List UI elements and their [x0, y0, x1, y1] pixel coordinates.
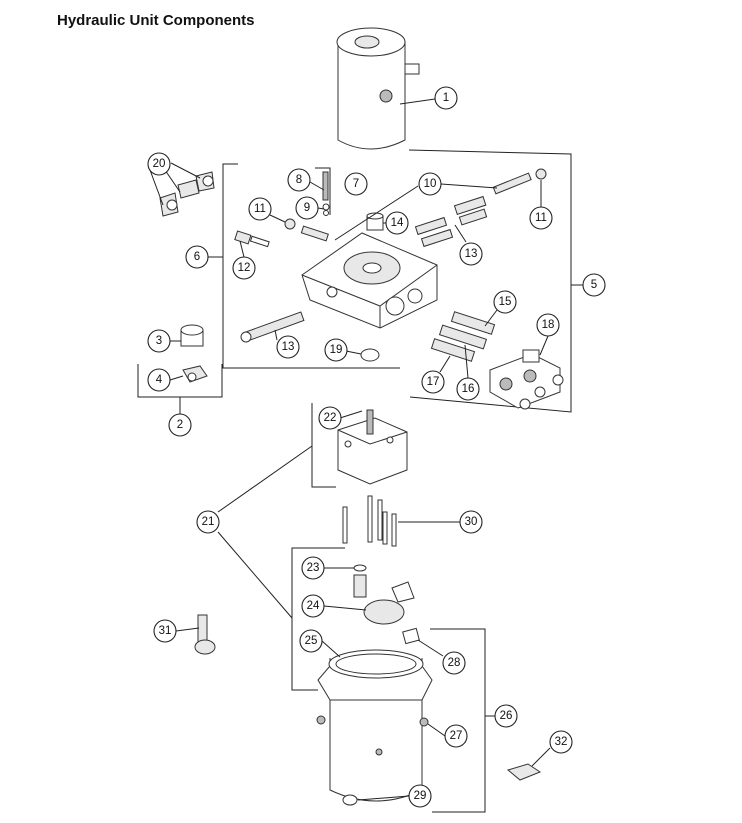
- valve-part-12: [234, 230, 270, 248]
- pickup-parts-23-24-28: [353, 564, 420, 645]
- cartridge-part-10: [492, 168, 547, 195]
- valve-stem-parts-7-8-9: [322, 171, 330, 216]
- callout-4: 4: [147, 368, 171, 392]
- callout-label: 20: [153, 158, 166, 170]
- callout-label: 6: [194, 251, 200, 263]
- callout-26: 26: [494, 704, 518, 728]
- callout-label: 29: [414, 790, 427, 802]
- callout-label: 10: [424, 178, 437, 190]
- cartridges-part-13-upper: [414, 195, 488, 248]
- callout-label: 30: [465, 516, 478, 528]
- callout-label: 11: [254, 203, 266, 215]
- gear-pump-part-22: [337, 409, 408, 485]
- callout-8: 8: [287, 168, 311, 192]
- callout-label: 13: [282, 341, 295, 353]
- callout-label: 24: [307, 600, 320, 612]
- callout-label: 3: [156, 335, 162, 347]
- callout-label: 8: [296, 174, 302, 186]
- diagram-title: Hydraulic Unit Components: [57, 12, 255, 29]
- callout-9: 9: [295, 196, 319, 220]
- reservoir-part-25: [316, 649, 433, 802]
- fittings-part-20: [159, 171, 215, 217]
- callout-label: 15: [499, 296, 512, 308]
- callout-label: 16: [462, 383, 475, 395]
- callout-label: 7: [353, 178, 359, 190]
- callout-label: 25: [305, 635, 318, 647]
- callout-23: 23: [301, 556, 325, 580]
- callout-label: 18: [542, 319, 555, 331]
- callout-24: 24: [301, 594, 325, 618]
- breather-parts-3-4: [180, 324, 208, 383]
- callout-6: 6: [185, 245, 209, 269]
- callout-label: 32: [555, 736, 568, 748]
- callout-label: 2: [177, 419, 183, 431]
- leader-lines: [149, 98, 583, 801]
- callout-3: 3: [147, 329, 171, 353]
- callout-label: 27: [450, 730, 463, 742]
- callout-7: 7: [344, 172, 368, 196]
- callout-label: 26: [500, 710, 513, 722]
- callout-12: 12: [232, 256, 256, 280]
- callout-20: 20: [147, 152, 171, 176]
- manifold-block: [301, 232, 438, 329]
- callout-11-left: 11: [248, 197, 272, 221]
- callout-16: 16: [456, 377, 480, 401]
- callout-label: 28: [448, 657, 461, 669]
- callout-10: 10: [418, 172, 442, 196]
- callout-label: 23: [307, 562, 320, 574]
- callout-5: 5: [582, 273, 606, 297]
- callout-31: 31: [153, 619, 177, 643]
- callout-28: 28: [442, 651, 466, 675]
- callout-1: 1: [434, 86, 458, 110]
- callout-label: 13: [465, 248, 478, 260]
- callout-label: 22: [324, 412, 337, 424]
- callout-label: 5: [591, 279, 597, 291]
- callout-label: 12: [238, 262, 251, 274]
- callout-label: 4: [156, 374, 163, 386]
- callout-label: 17: [427, 376, 440, 388]
- plug-part-29: [342, 794, 358, 806]
- solenoid-valves-parts-15-16-17-18: [430, 311, 564, 410]
- plug-part-11-left: [284, 218, 296, 230]
- plug-part-14: [366, 212, 384, 231]
- callout-label: 19: [330, 344, 343, 356]
- callout-13-upper: 13: [459, 242, 483, 266]
- callout-17: 17: [421, 370, 445, 394]
- callout-32: 32: [549, 730, 573, 754]
- cartridge-part-13-lower: [240, 311, 305, 343]
- callout-14: 14: [385, 211, 409, 235]
- callout-29: 29: [408, 784, 432, 808]
- callout-27: 27: [444, 724, 468, 748]
- callout-18: 18: [536, 313, 560, 337]
- callout-11-right: 11: [529, 206, 553, 230]
- callout-22: 22: [318, 406, 342, 430]
- filter-part-31: [194, 614, 216, 655]
- callout-15: 15: [493, 290, 517, 314]
- block-part-32: [506, 763, 542, 781]
- bolts-part-30: [342, 495, 397, 547]
- callout-label: 14: [391, 217, 404, 229]
- callout-19: 19: [324, 338, 348, 362]
- callout-label: 31: [159, 625, 172, 637]
- callout-label: 9: [304, 202, 310, 214]
- callout-label: 21: [202, 516, 215, 528]
- seal-part-19: [360, 348, 380, 362]
- callout-label: 1: [443, 92, 449, 104]
- callout-25: 25: [299, 629, 323, 653]
- callout-13-lower: 13: [276, 335, 300, 359]
- callout-2: 2: [168, 413, 192, 437]
- motor-part-1: [336, 27, 420, 150]
- callout-label: 11: [535, 212, 547, 224]
- callout-30: 30: [459, 510, 483, 534]
- callout-21: 21: [196, 510, 220, 534]
